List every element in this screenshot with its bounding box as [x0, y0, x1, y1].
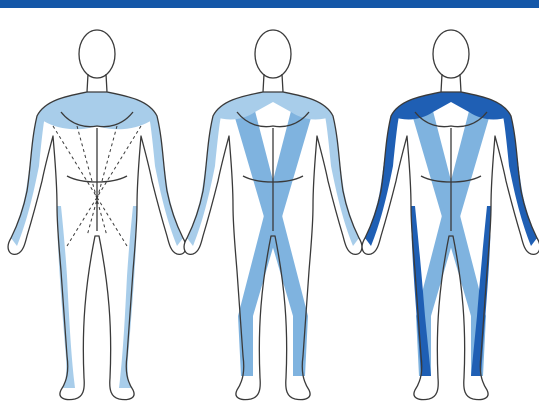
human-figure-icon [8, 30, 186, 400]
top-banner-bar [0, 0, 539, 8]
human-figure-icon [184, 30, 362, 400]
shoulder-band [37, 92, 157, 129]
human-figure-icon [362, 30, 539, 400]
figure-diagram [0, 8, 539, 419]
figure-2 [184, 30, 362, 400]
figure-1 [8, 30, 186, 400]
anatomy-diagram-svg [0, 8, 539, 419]
figure-3 [362, 30, 539, 400]
